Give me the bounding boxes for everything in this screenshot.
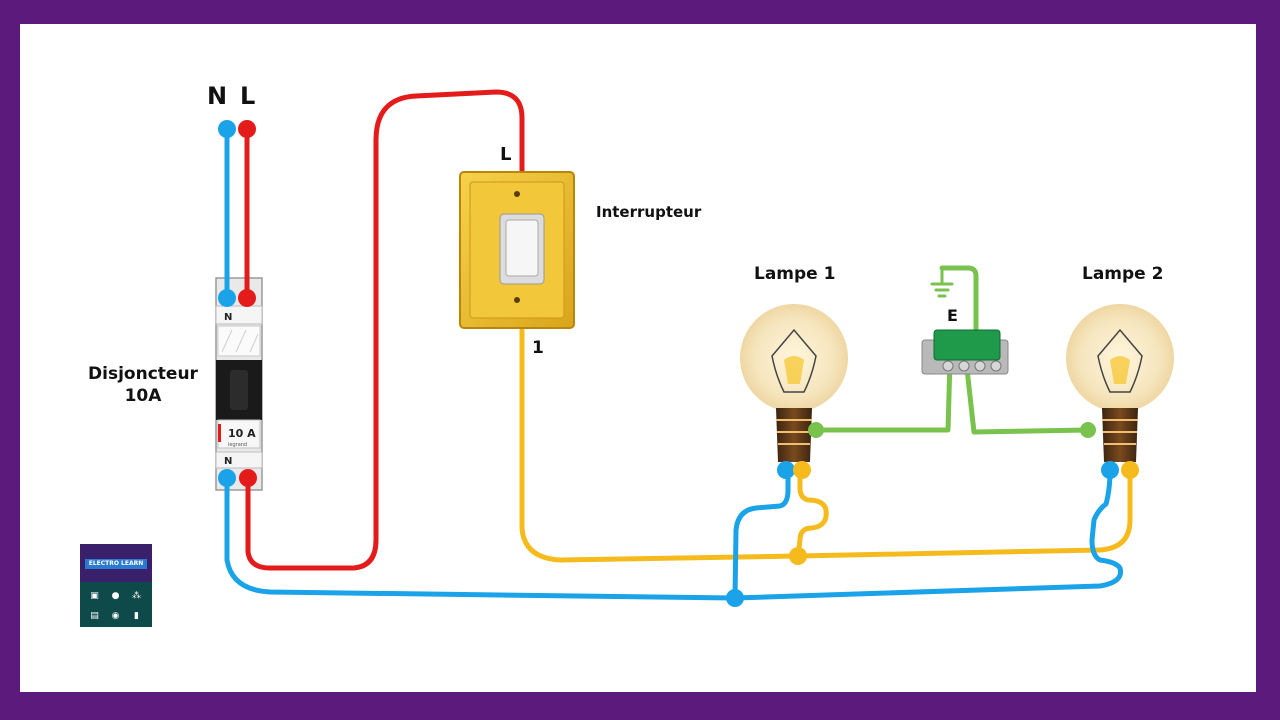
switched-wire-lamp1 (795, 467, 829, 559)
breaker-line-out-terminal (239, 469, 257, 487)
breaker-module-n-top: N (224, 312, 232, 323)
wires (224, 89, 1133, 601)
breaker-title-label: Disjoncteur (88, 364, 198, 384)
switch-terminal-l-label: L (500, 144, 512, 165)
earth-wire-lamp2 (963, 357, 1091, 435)
toggle-switch-icon (459, 171, 575, 329)
breaker-neutral-in-terminal (218, 289, 236, 307)
switch-name-label: Interrupteur (596, 203, 702, 221)
circuit-breaker-icon: N 10 A legrand N (215, 277, 263, 491)
brain-icon: ● (111, 591, 120, 601)
breaker-neutral-out-terminal (218, 469, 236, 487)
logo-text: ELECTRO LEARN (85, 559, 147, 569)
bulb-icon (1066, 304, 1174, 479)
phone-icon: ▮ (134, 611, 139, 621)
neutral-wire (224, 467, 1124, 601)
switch-terminal-1-label: 1 (532, 338, 544, 358)
breaker-module-n-bottom: N (224, 456, 232, 467)
terminal-block-icon (921, 329, 1009, 375)
earth-wire-top (939, 265, 979, 333)
neutral-wire-lamp1 (732, 467, 791, 601)
bulb-icon (740, 304, 848, 479)
breaker-rating-label: 10A (124, 386, 162, 406)
neutral-supply-terminal (218, 120, 236, 138)
earth-label: E (947, 306, 958, 325)
monitor-icon: ▣ (90, 591, 99, 601)
wiring-diagram: N 10 A legrand N (215, 89, 1174, 607)
breaker-module-brand: legrand (228, 442, 247, 448)
breaker-module-rating: 10 A (228, 427, 256, 440)
channel-logo: ELECTRO LEARN ▣ ● ⁂ ▤ ◉ ▮ (80, 544, 152, 627)
earth-wire-lamp1 (813, 357, 953, 433)
logo-banner: ELECTRO LEARN (80, 544, 152, 582)
neutral-junction (726, 589, 744, 607)
earth-symbol-icon (930, 266, 954, 298)
line-to-switch-wire (245, 89, 525, 571)
lamp1-label: Lampe 1 (754, 264, 836, 284)
window-icon: ▤ (90, 611, 99, 621)
lamp2-label: Lampe 2 (1082, 264, 1164, 284)
eye-icon: ◉ (111, 611, 120, 621)
neutral-label: N (207, 82, 228, 110)
network-icon: ⁂ (132, 591, 141, 601)
terminal-dots (218, 120, 807, 607)
line-supply-terminal (238, 120, 256, 138)
breaker-line-in-terminal (238, 289, 256, 307)
line-label: L (240, 82, 256, 110)
switched-junction (789, 547, 807, 565)
diagram-canvas: N 10 A legrand N (20, 24, 1256, 692)
